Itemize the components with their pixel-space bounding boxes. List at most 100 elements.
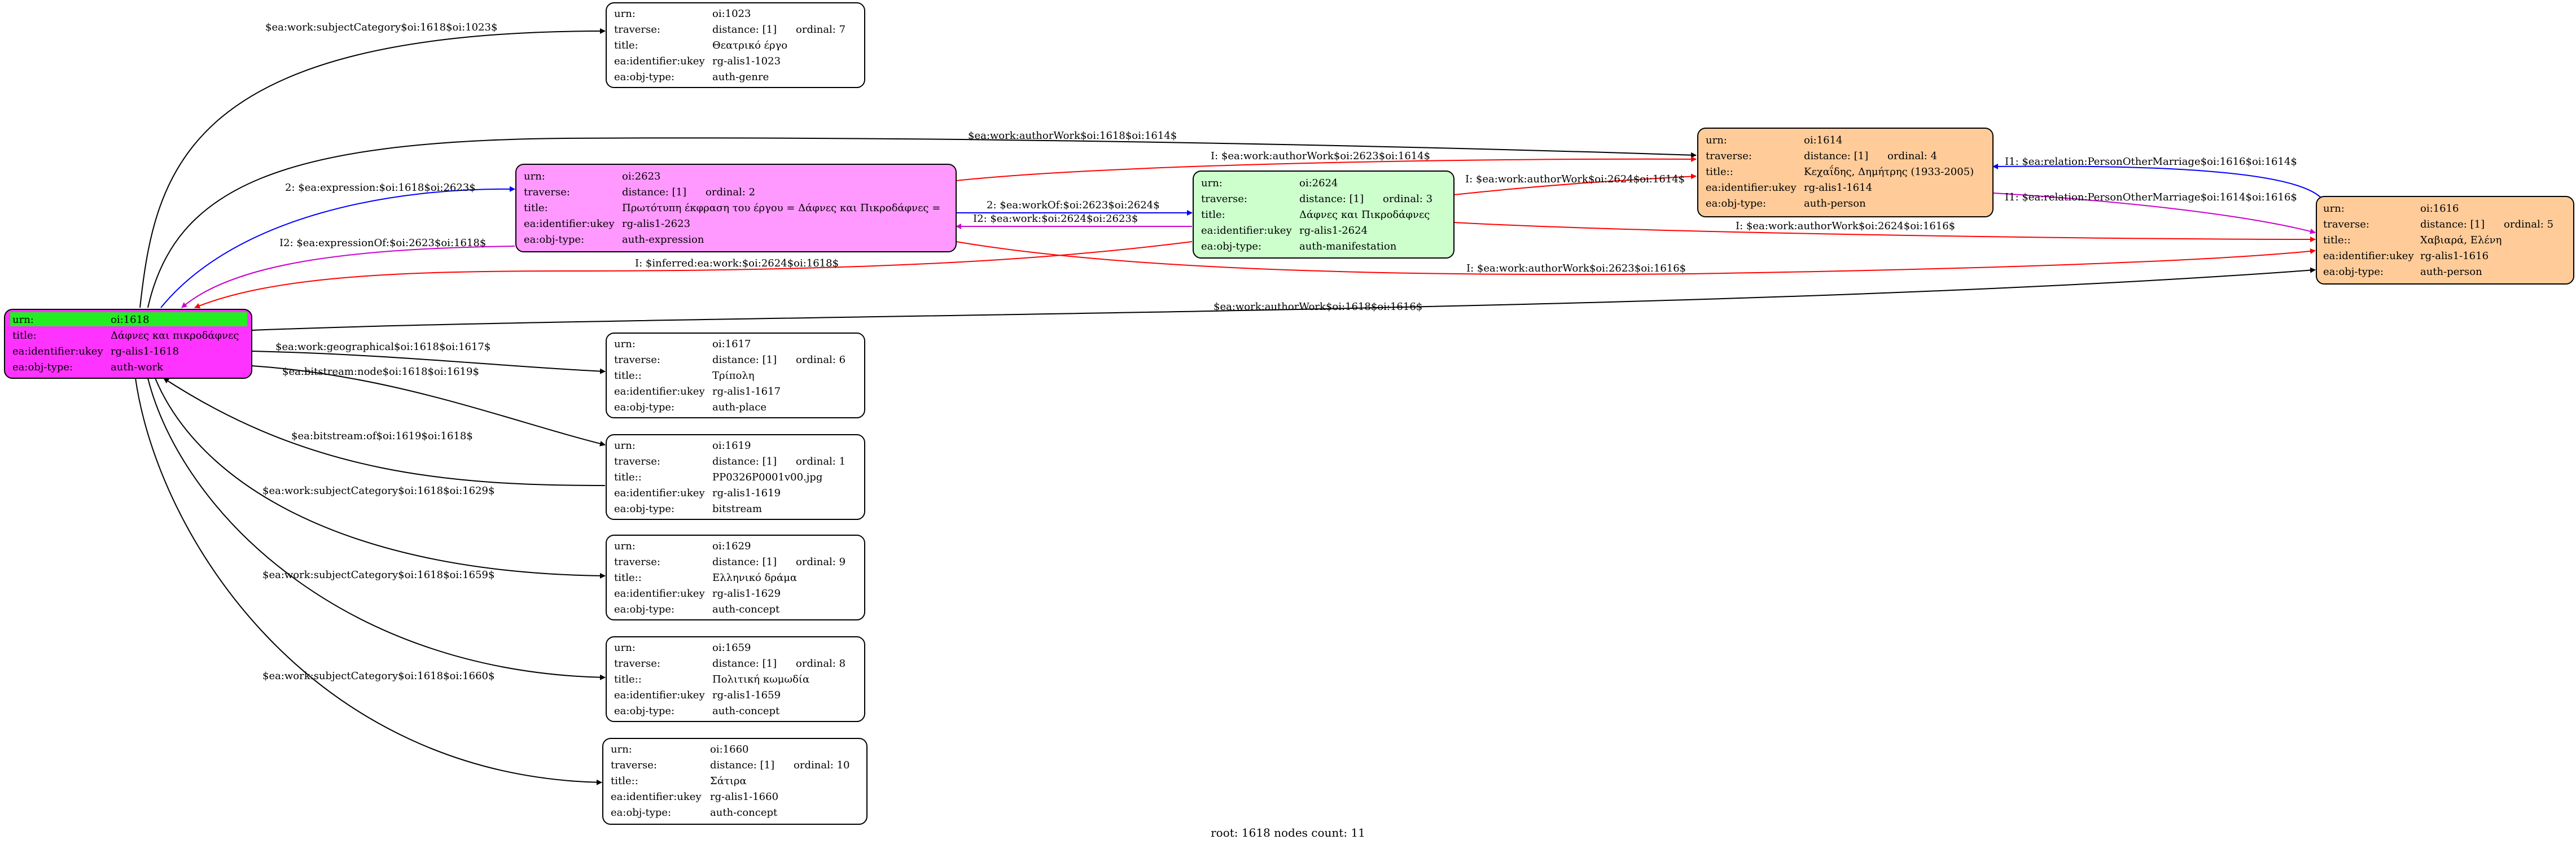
node-value: auth-concept (712, 705, 780, 717)
node-oi-1660[interactable]: urn: oi:1660 traverse: distance: [1] ord… (602, 738, 868, 825)
node-label: traverse: (614, 456, 660, 467)
node-label: urn: (614, 440, 636, 452)
node-value: rg-alis1-1660 (710, 791, 778, 803)
edge-authorwork-2624-1616 (1453, 222, 2316, 242)
edge-label: $ea:work:geographical$oi:1618$oi:1617$ (275, 341, 490, 353)
node-label: urn: (614, 8, 636, 20)
node-value: Πρωτότυπη έκφραση του έργου = Δάφνες και… (622, 202, 940, 214)
node-label: urn: (2323, 203, 2345, 215)
node-value: auth-concept (712, 604, 780, 615)
edge-expression-2623 (160, 186, 515, 308)
node-oi-1617[interactable]: urn: oi:1617 traverse: distance: [1] ord… (606, 333, 865, 418)
edge-label: $ea:work:authorWork$oi:1618$oi:1614$ (968, 130, 1177, 142)
node-label: title:: (614, 471, 642, 483)
node-value: auth-person (2420, 266, 2482, 278)
node-label: traverse: (614, 24, 660, 36)
edge-authorwork-1614 (147, 137, 1697, 308)
node-oi-2624[interactable]: urn: oi:2624 traverse: distance: [1] ord… (1193, 170, 1455, 259)
node-label: title:: (614, 572, 642, 584)
node-value: Χαβιαρά, Ελένη (2420, 234, 2501, 246)
graph-footer: root: 1618 nodes count: 11 (1211, 826, 1365, 839)
node-value: rg-alis1-1614 (1804, 182, 1872, 194)
node-value: ordinal: 1 (796, 456, 845, 467)
node-value: auth-place (712, 401, 766, 413)
node-label: traverse: (2323, 218, 2369, 230)
node-value: Κεχαΐδης, Δημήτρης (1933-2005) (1804, 164, 1974, 178)
node-value: auth-expression (622, 234, 704, 246)
node-value: rg-alis1-1659 (712, 689, 781, 701)
node-label: title: (614, 40, 638, 51)
node-value: auth-manifestation (1299, 240, 1397, 252)
edge-subjectcategory-1023 (139, 28, 606, 308)
node-value: oi:1614 (1804, 134, 1842, 146)
node-oi-1619[interactable]: urn: oi:1619 traverse: distance: [1] ord… (606, 434, 865, 520)
node-value: auth-person (1804, 198, 1866, 209)
edge-label: I: $ea:work:authorWork$oi:2623$oi:1616$ (1466, 263, 1686, 274)
node-value: PP0326P0001v00.jpg (712, 471, 822, 483)
node-value: auth-work (111, 361, 164, 373)
node-label: traverse: (614, 658, 660, 670)
edge-authorwork-2623-1616 (956, 241, 2316, 275)
edge-label: I1: $ea:relation:PersonOtherMarriage$oi:… (2005, 191, 2297, 203)
node-value: Τρίπολη (712, 370, 755, 382)
node-value: ordinal: 4 (1887, 150, 1937, 162)
edge-marriage-1614-1616 (1992, 193, 2316, 234)
node-label: urn: (1201, 177, 1223, 189)
node-label: ea:obj-type: (611, 807, 671, 819)
edge-inferred-2624-1618 (194, 241, 1193, 309)
edge-label: I: $ea:work:authorWork$oi:2624$oi:1616$ (1736, 220, 1955, 232)
edge-label: $ea:work:authorWork$oi:1618$oi:1616$ (1213, 301, 1422, 313)
edge-label: $ea:work:subjectCategory$oi:1618$oi:1660… (262, 670, 494, 682)
node-value: ordinal: 6 (796, 354, 845, 366)
node-value: distance: [1] (712, 658, 777, 670)
node-label: ea:identifier:ukey (12, 346, 103, 357)
node-label: ea:identifier:ukey (614, 588, 705, 600)
node-value: rg-alis1-1617 (712, 386, 781, 397)
node-label: title: (1201, 209, 1225, 221)
node-value: distance: [1] (712, 456, 777, 467)
edge-label: I2: $ea:work:$oi:2624$oi:2623$ (973, 213, 1138, 225)
node-oi-1618[interactable]: urn: oi:1618 title: Δάφνες και πικροδάφν… (4, 309, 252, 379)
node-oi-1629[interactable]: urn: oi:1629 traverse: distance: [1] ord… (606, 535, 865, 620)
node-label: traverse: (1201, 193, 1247, 205)
node-label: title: (524, 202, 548, 214)
node-oi-1616[interactable]: urn: oi:1616 traverse: distance: [1] ord… (2316, 196, 2574, 285)
node-value: distance: [1] (622, 186, 686, 198)
node-oi-2623[interactable]: urn: oi:2623 traverse: distance: [1] ord… (515, 164, 957, 252)
node-value: oi:1660 (710, 744, 748, 755)
node-label: title: (12, 330, 37, 342)
node-label: urn: (611, 744, 632, 755)
node-label: ea:obj-type: (614, 705, 674, 717)
node-value: distance: [1] (712, 556, 777, 568)
node-oi-1614[interactable]: urn: oi:1614 traverse: distance: [1] ord… (1697, 128, 1994, 217)
node-value: Θεατρικό έργο (712, 40, 787, 51)
node-value: oi:1023 (712, 8, 751, 20)
node-label: ea:obj-type: (614, 604, 674, 615)
node-label: title:: (611, 775, 638, 787)
node-value: oi:1659 (712, 642, 751, 654)
node-oi-1659[interactable]: urn: oi:1659 traverse: distance: [1] ord… (606, 636, 865, 722)
edge-subjectcategory-1660 (135, 378, 602, 785)
node-label: ea:obj-type: (12, 361, 73, 373)
node-label: ea:identifier:ukey (611, 791, 702, 803)
node-value: rg-alis1-2623 (622, 218, 690, 230)
edge-expressionof-2623-1618 (181, 246, 515, 308)
node-oi-1023[interactable]: urn: oi:1023 traverse: distance: [1] ord… (606, 2, 865, 88)
node-label: urn: (12, 314, 34, 326)
node-value: oi:1616 (2420, 203, 2459, 215)
node-label: ea:identifier:ukey (2323, 250, 2414, 262)
node-value: distance: [1] (1804, 150, 1868, 162)
node-label: ea:obj-type: (1201, 240, 1261, 252)
node-label: ea:obj-type: (2323, 266, 2384, 278)
node-value: oi:2623 (622, 170, 660, 182)
node-value: oi:1618 (111, 314, 149, 326)
node-label: ea:obj-type: (524, 234, 584, 246)
node-label: urn: (614, 540, 636, 552)
node-label: urn: (614, 642, 636, 654)
edge-authorwork-2624-1614 (1453, 173, 1697, 195)
edge-marriage-1616-1614 (1992, 163, 2321, 198)
node-label: traverse: (1706, 150, 1752, 162)
node-value: ordinal: 3 (1383, 193, 1432, 205)
edge-subjectcategory-1659 (147, 378, 606, 680)
node-label: ea:identifier:ukey (614, 386, 705, 397)
